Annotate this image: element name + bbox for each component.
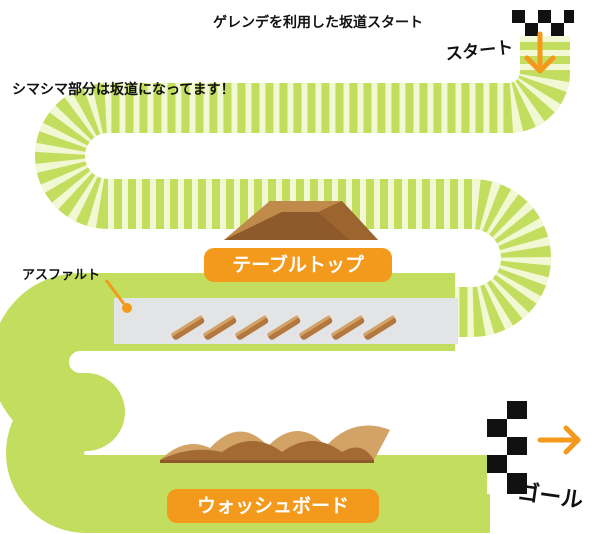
asphalt-callout-dot (122, 303, 132, 313)
track-slope-stripes (35, 36, 570, 337)
stripe-note: シマシマ部分は坂道になってます！ (12, 82, 235, 98)
table-top-badge: テーブルトップ (204, 248, 392, 282)
track-flat-section (0, 273, 490, 533)
goal-flag (487, 401, 527, 494)
asphalt-label: アスファルト (22, 268, 101, 283)
asphalt-bumps (171, 315, 397, 340)
start-flag (512, 10, 574, 36)
arrow-right-icon (537, 425, 581, 455)
asphalt-callout-line (104, 279, 126, 305)
washboard-badge: ウォッシュボード (167, 489, 379, 523)
slope-start-note: ゲレンデを利用した坂道スタート (213, 15, 423, 31)
arrow-down-icon (524, 31, 556, 74)
table-top-obstacle (224, 201, 378, 240)
washboard-obstacle (160, 425, 390, 463)
asphalt-zone (114, 298, 458, 344)
